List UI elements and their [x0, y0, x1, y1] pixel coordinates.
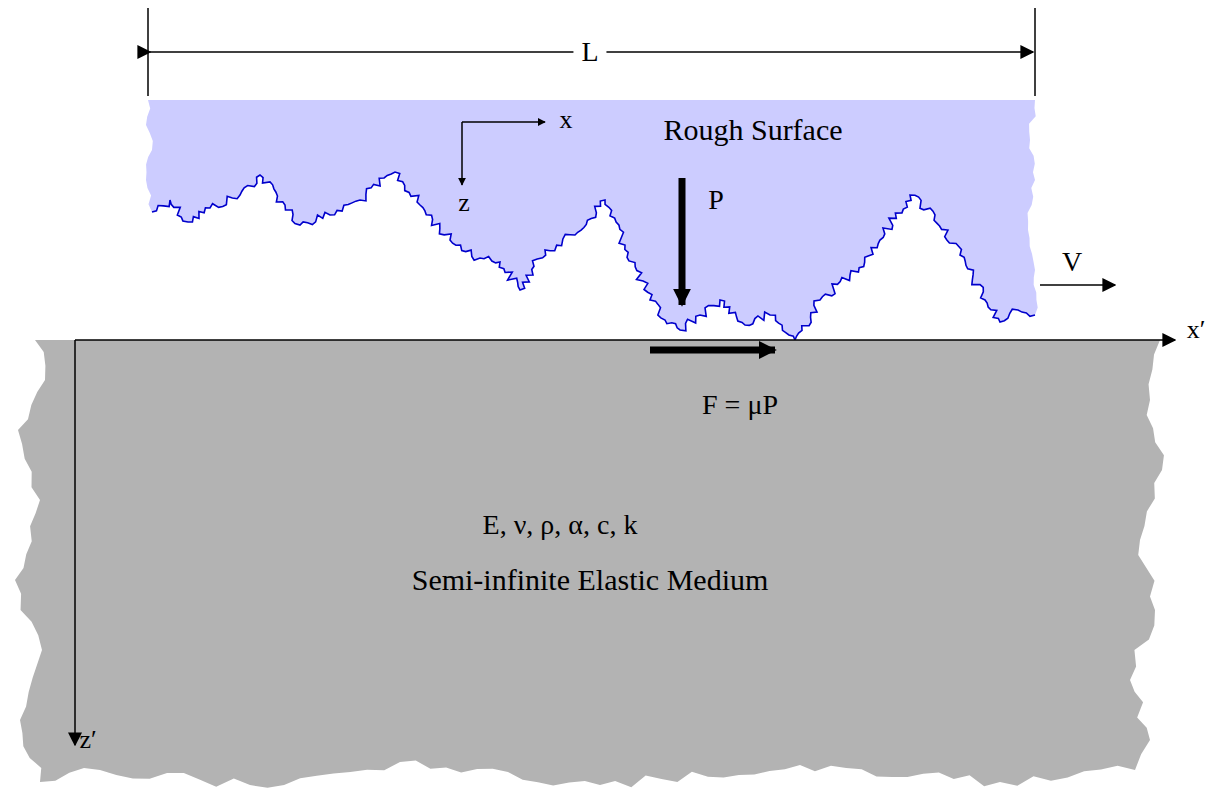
- node-title: E, ν, ρ, α, c, k: [483, 511, 638, 539]
- axis-label: x′: [1187, 317, 1206, 343]
- friction-arrow: [650, 347, 775, 354]
- dimension-label: L: [573, 38, 606, 66]
- rough-profile: [152, 172, 1035, 340]
- velocity-arrow: [1040, 284, 1115, 286]
- axis-label: z: [458, 190, 470, 216]
- rough-surface: Rough Surface: [148, 100, 1035, 210]
- axis-label: z′: [79, 727, 96, 753]
- elastic-medium-body: [15, 340, 1164, 788]
- load-arrow: [679, 178, 686, 305]
- node-text: Semi-infinite Elastic Medium: [412, 565, 769, 595]
- node-title: Rough Surface: [663, 115, 842, 145]
- x-axis-arrow: [462, 121, 545, 123]
- friction-label: F = μP: [702, 391, 778, 419]
- load-label: P: [708, 186, 724, 214]
- elastic-medium: E, ν, ρ, α, c, k Semi-infinite Elastic Me…: [35, 360, 1145, 750]
- z-prime-axis: [74, 340, 76, 745]
- velocity-label: V: [1062, 248, 1082, 276]
- x-prime-axis: [75, 339, 1175, 341]
- extension-line: [147, 8, 149, 96]
- rough-surface-body: [146, 100, 1038, 340]
- axis-label: x: [560, 107, 573, 133]
- extension-line: [1034, 8, 1036, 96]
- z-axis-arrow: [461, 122, 463, 185]
